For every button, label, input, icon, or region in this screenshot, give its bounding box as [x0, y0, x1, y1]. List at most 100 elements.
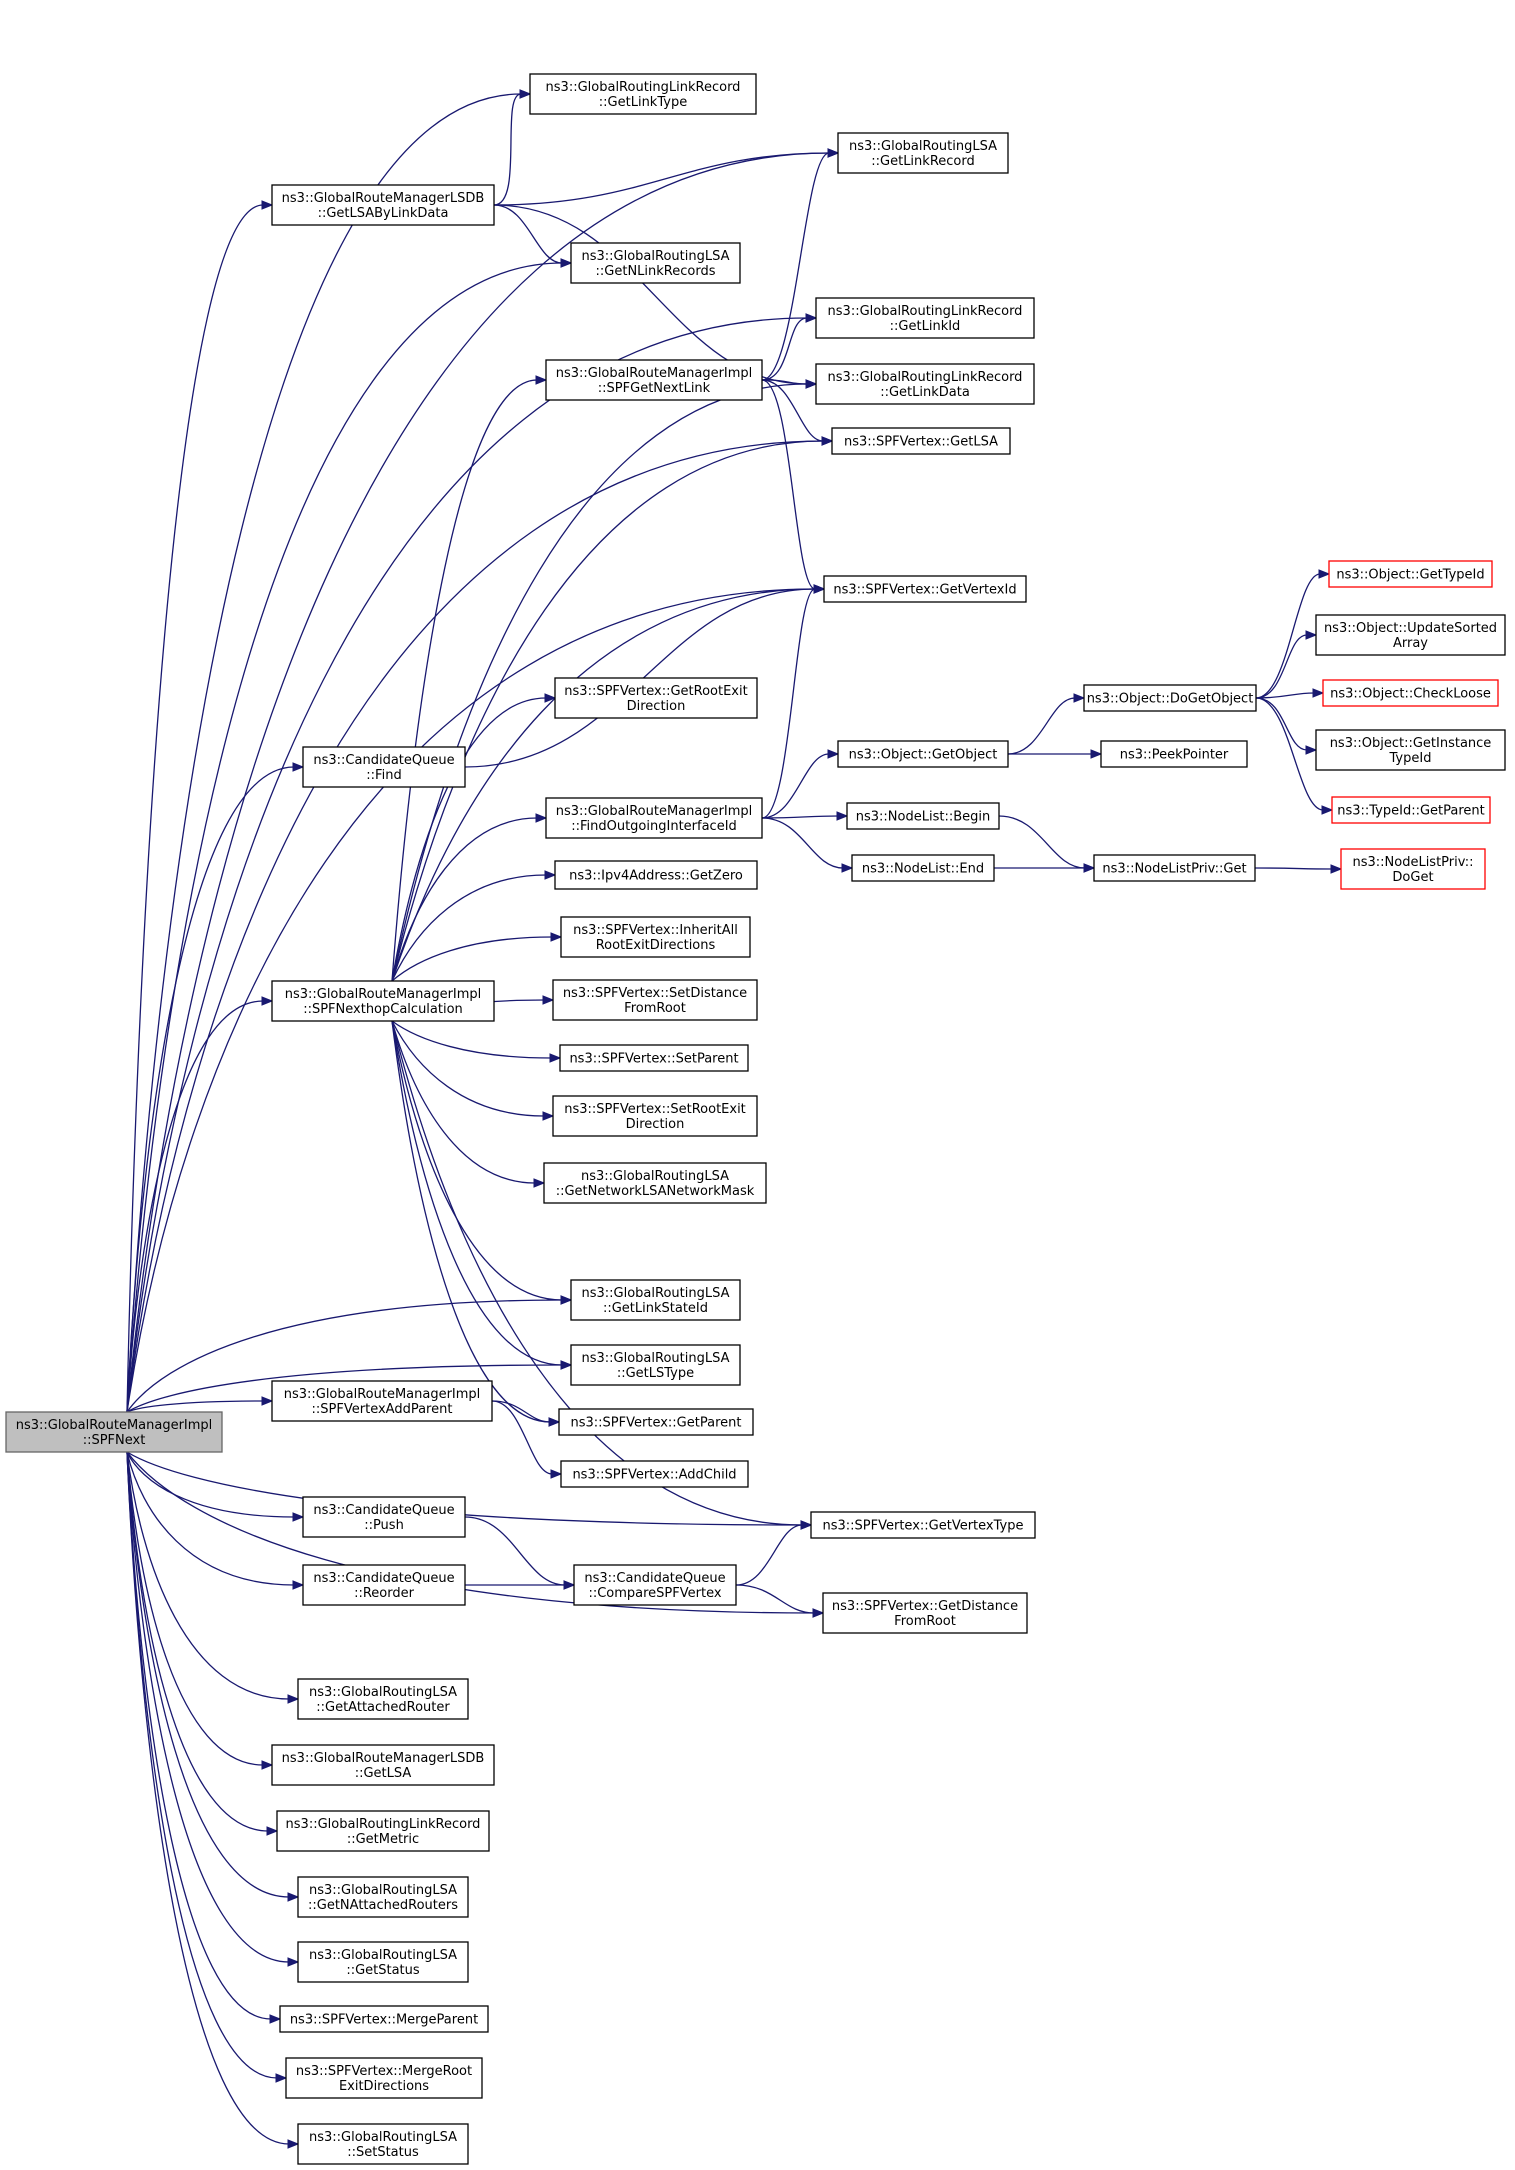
node-box-getParent[interactable] [558, 1408, 754, 1436]
node-nlPrivDoGet[interactable]: ns3::NodeListPriv::DoGet [1340, 848, 1486, 890]
node-root[interactable]: ns3::GlobalRouteManagerImpl::SPFNext [5, 1411, 223, 1453]
node-box-getStatus[interactable] [297, 1941, 469, 1983]
node-mergeParent[interactable]: ns3::SPFVertex::MergeParent [279, 2005, 489, 2033]
node-spfGetNextLink[interactable]: ns3::GlobalRouteManagerImpl::SPFGetNextL… [545, 359, 763, 401]
node-typeIdGetParent[interactable]: ns3::TypeId::GetParent [1331, 796, 1491, 824]
node-getVertexType[interactable]: ns3::SPFVertex::GetVertexType [810, 1511, 1036, 1539]
node-box-getVertexId[interactable] [823, 575, 1027, 603]
node-box-mergeRoot[interactable] [285, 2057, 483, 2099]
node-getParent[interactable]: ns3::SPFVertex::GetParent [558, 1408, 754, 1436]
node-addChild[interactable]: ns3::SPFVertex::AddChild [560, 1460, 749, 1488]
node-box-findOutIf[interactable] [545, 797, 763, 839]
node-box-addChild[interactable] [560, 1460, 749, 1488]
node-box-vGetLSA[interactable] [831, 427, 1011, 455]
node-box-doGetObject[interactable] [1083, 684, 1257, 712]
node-getNLinkRecords[interactable]: ns3::GlobalRoutingLSA::GetNLinkRecords [570, 242, 741, 284]
node-getLinkRecord[interactable]: ns3::GlobalRoutingLSA::GetLinkRecord [837, 132, 1009, 174]
node-box-getLinkRecord[interactable] [837, 132, 1009, 174]
node-box-updateSorted[interactable] [1315, 614, 1506, 656]
node-box-spfGetNextLink[interactable] [545, 359, 763, 401]
node-findOutIf[interactable]: ns3::GlobalRouteManagerImpl::FindOutgoin… [545, 797, 763, 839]
node-getAttachedRouter[interactable]: ns3::GlobalRoutingLSA::GetAttachedRouter [297, 1678, 469, 1720]
node-box-nlPrivGet[interactable] [1093, 854, 1256, 882]
node-box-objGetObject[interactable] [837, 740, 1009, 768]
node-getNAttached[interactable]: ns3::GlobalRoutingLSA::GetNAttachedRoute… [297, 1876, 469, 1918]
node-box-cqPush[interactable] [302, 1496, 466, 1538]
node-box-setParent[interactable] [559, 1044, 749, 1072]
node-box-setRootExit[interactable] [552, 1095, 758, 1137]
node-checkLoose[interactable]: ns3::Object::CheckLoose [1322, 679, 1499, 707]
node-lsdbGetLSA[interactable]: ns3::GlobalRouteManagerLSDB::GetLSA [271, 1744, 495, 1786]
node-doGetObject[interactable]: ns3::Object::DoGetObject [1083, 684, 1257, 712]
node-nlBegin[interactable]: ns3::NodeList::Begin [846, 802, 1000, 830]
node-box-nexthopCalc[interactable] [271, 980, 495, 1022]
node-nexthopCalc[interactable]: ns3::GlobalRouteManagerImpl::SPFNexthopC… [271, 980, 495, 1022]
node-box-getLSType[interactable] [570, 1344, 741, 1386]
node-vGetLSA[interactable]: ns3::SPFVertex::GetLSA [831, 427, 1011, 455]
node-box-setStatus[interactable] [297, 2123, 469, 2165]
node-objGetObject[interactable]: ns3::Object::GetObject [837, 740, 1009, 768]
node-box-getZero[interactable] [554, 860, 758, 890]
node-getStatus[interactable]: ns3::GlobalRoutingLSA::GetStatus [297, 1941, 469, 1983]
node-box-peekPointer[interactable] [1100, 740, 1248, 768]
node-box-getLinkId[interactable] [815, 297, 1035, 339]
node-box-getAttachedRouter[interactable] [297, 1678, 469, 1720]
node-box-vertexAddParent[interactable] [271, 1380, 493, 1422]
node-box-getInstanceTypeId[interactable] [1315, 729, 1506, 771]
node-box-getMetric[interactable] [276, 1810, 490, 1852]
node-box-inheritAll[interactable] [560, 916, 751, 958]
node-peekPointer[interactable]: ns3::PeekPointer [1100, 740, 1248, 768]
node-box-cqFind[interactable] [302, 746, 466, 788]
node-getLSType[interactable]: ns3::GlobalRoutingLSA::GetLSType [570, 1344, 741, 1386]
node-getVertexId[interactable]: ns3::SPFVertex::GetVertexId [823, 575, 1027, 603]
node-box-getVertexType[interactable] [810, 1511, 1036, 1539]
node-box-getLinkStateId[interactable] [570, 1279, 741, 1321]
node-cqFind[interactable]: ns3::CandidateQueue::Find [302, 746, 466, 788]
node-netMask[interactable]: ns3::GlobalRoutingLSA::GetNetworkLSANetw… [543, 1162, 767, 1204]
node-box-getNLinkRecords[interactable] [570, 242, 741, 284]
node-box-cqReorder[interactable] [302, 1564, 466, 1606]
node-box-getDistance[interactable] [822, 1592, 1028, 1634]
node-inheritAll[interactable]: ns3::SPFVertex::InheritAllRootExitDirect… [560, 916, 751, 958]
node-getLSAByLinkData[interactable]: ns3::GlobalRouteManagerLSDB::GetLSAByLin… [271, 184, 495, 226]
node-box-getRootExitDir[interactable] [554, 677, 758, 719]
node-cqPush[interactable]: ns3::CandidateQueue::Push [302, 1496, 466, 1538]
node-box-root[interactable] [5, 1411, 223, 1453]
node-getLinkId[interactable]: ns3::GlobalRoutingLinkRecord::GetLinkId [815, 297, 1035, 339]
node-box-netMask[interactable] [543, 1162, 767, 1204]
node-box-getTypeId[interactable] [1328, 560, 1493, 588]
node-box-mergeParent[interactable] [279, 2005, 489, 2033]
node-box-getLSAByLinkData[interactable] [271, 184, 495, 226]
node-getLinkType[interactable]: ns3::GlobalRoutingLinkRecord::GetLinkTyp… [529, 73, 757, 115]
node-box-lsdbGetLSA[interactable] [271, 1744, 495, 1786]
node-nlPrivGet[interactable]: ns3::NodeListPriv::Get [1093, 854, 1256, 882]
node-box-typeIdGetParent[interactable] [1331, 796, 1491, 824]
node-box-setDistance[interactable] [552, 979, 758, 1021]
node-getLinkStateId[interactable]: ns3::GlobalRoutingLSA::GetLinkStateId [570, 1279, 741, 1321]
node-cqReorder[interactable]: ns3::CandidateQueue::Reorder [302, 1564, 466, 1606]
node-getLinkData[interactable]: ns3::GlobalRoutingLinkRecord::GetLinkDat… [815, 363, 1035, 405]
node-compareVertex[interactable]: ns3::CandidateQueue::CompareSPFVertex [573, 1564, 737, 1606]
node-box-getLinkType[interactable] [529, 73, 757, 115]
node-vertexAddParent[interactable]: ns3::GlobalRouteManagerImpl::SPFVertexAd… [271, 1380, 493, 1422]
node-getMetric[interactable]: ns3::GlobalRoutingLinkRecord::GetMetric [276, 1810, 490, 1852]
node-getZero[interactable]: ns3::Ipv4Address::GetZero [554, 860, 758, 890]
node-getTypeId[interactable]: ns3::Object::GetTypeId [1328, 560, 1493, 588]
node-box-getNAttached[interactable] [297, 1876, 469, 1918]
node-nlEnd[interactable]: ns3::NodeList::End [851, 854, 995, 882]
node-box-nlEnd[interactable] [851, 854, 995, 882]
node-box-getLinkData[interactable] [815, 363, 1035, 405]
node-setParent[interactable]: ns3::SPFVertex::SetParent [559, 1044, 749, 1072]
node-box-nlPrivDoGet[interactable] [1340, 848, 1486, 890]
node-box-compareVertex[interactable] [573, 1564, 737, 1606]
node-box-nlBegin[interactable] [846, 802, 1000, 830]
node-setStatus[interactable]: ns3::GlobalRoutingLSA::SetStatus [297, 2123, 469, 2165]
node-box-checkLoose[interactable] [1322, 679, 1499, 707]
